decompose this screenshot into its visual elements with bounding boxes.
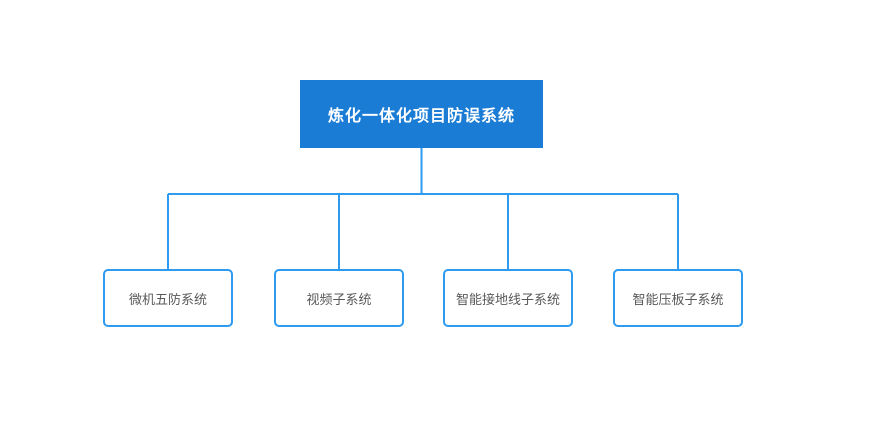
child-node-grounding-wire[interactable]: 智能接地线子系统 bbox=[443, 269, 573, 327]
child-node-video[interactable]: 视频子系统 bbox=[274, 269, 404, 327]
child-node-label: 智能压板子系统 bbox=[632, 292, 724, 308]
child-node-wuji-wufang[interactable]: 微机五防系统 bbox=[103, 269, 233, 327]
child-node-label: 视频子系统 bbox=[306, 292, 372, 308]
child-node-pressure-plate[interactable]: 智能压板子系统 bbox=[613, 269, 743, 327]
root-node[interactable]: 炼化一体化项目防误系统 bbox=[300, 80, 543, 148]
child-node-label: 智能接地线子系统 bbox=[455, 292, 560, 308]
root-node-label: 炼化一体化项目防误系统 bbox=[327, 106, 515, 125]
child-node-label: 微机五防系统 bbox=[128, 292, 207, 308]
